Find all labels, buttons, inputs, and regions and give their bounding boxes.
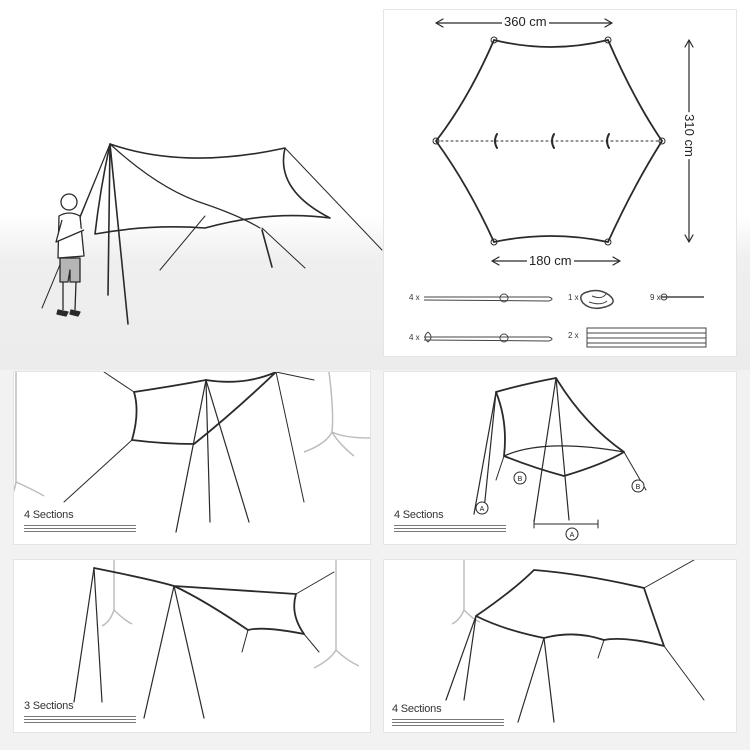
setup-diagram-3 <box>73 560 360 719</box>
setup-diagram-2: A B B A <box>473 377 647 541</box>
hero-pole <box>261 229 273 268</box>
caption-underline <box>394 525 506 534</box>
accessory-qty: 4 x <box>409 333 420 342</box>
width-dimension-label: 360 cm <box>502 14 549 29</box>
dimensions-panel: 360 cm 310 cm 180 cm 4 x 4 x 1 x 9 x 2 x <box>384 10 736 356</box>
marker-label: A <box>480 506 485 513</box>
hero-tarp-illustration <box>41 143 383 325</box>
setup-caption: 4 Sections <box>24 509 74 521</box>
hero-tarp-outline <box>94 143 331 235</box>
person-figure <box>55 193 85 317</box>
setup-diagram-1 <box>14 372 370 533</box>
setup-panel-2: A B B A 4 Sections <box>384 372 736 544</box>
accessory-qty: 2 x <box>568 331 579 340</box>
hero-pole <box>109 143 129 325</box>
marker-label: B <box>636 484 641 491</box>
setup-panel-3: 3 Sections <box>14 560 370 732</box>
setup-diagram-4 <box>445 560 705 723</box>
accessories-illustration <box>423 289 707 348</box>
setup-caption: 4 Sections <box>394 509 444 521</box>
accessory-qty: 9 x <box>650 293 661 302</box>
setup-panel-1: 4 Sections <box>14 372 370 544</box>
accessory-qty: 4 x <box>409 293 420 302</box>
caption-underline <box>392 719 504 728</box>
hero-pole <box>107 143 111 296</box>
ridge-dimension-label: 180 cm <box>527 253 574 268</box>
tarp-dimension-diagram <box>423 18 707 348</box>
caption-underline <box>24 525 136 534</box>
caption-underline <box>24 716 136 725</box>
setup-caption: 3 Sections <box>24 700 74 712</box>
setup-panel-4: 4 Sections <box>384 560 736 732</box>
depth-dimension-label: 310 cm <box>681 112 697 159</box>
marker-label: B <box>518 476 523 483</box>
marker-label: A <box>570 532 575 539</box>
setup-caption: 4 Sections <box>392 703 442 715</box>
accessory-qty: 1 x <box>568 293 579 302</box>
